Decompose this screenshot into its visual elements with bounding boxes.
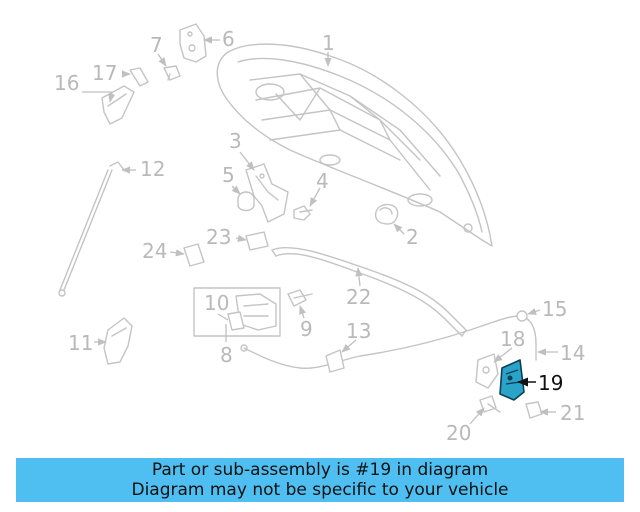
- callout-15: 15: [542, 297, 567, 321]
- part-23-clip: [245, 231, 269, 251]
- callout-18: 18: [500, 327, 525, 351]
- callout-3: 3: [229, 129, 242, 153]
- info-banner: Part or sub-assembly is #19 in diagram D…: [16, 458, 624, 502]
- part-19-latch-highlighted: [499, 359, 525, 401]
- callout-4: 4: [316, 169, 329, 193]
- part-13-release-cable: [240, 315, 521, 373]
- part-3-hinge: [245, 163, 289, 223]
- callout-6: 6: [222, 27, 235, 51]
- callout-numbers: 1 2 3 4 5 6 7 8 9 10 11 12 13 14 15 16 1…: [54, 27, 585, 445]
- callout-9: 9: [300, 317, 313, 341]
- banner-line-disclaimer: Diagram may not be specific to your vehi…: [131, 480, 509, 500]
- callout-10: 10: [204, 291, 229, 315]
- part-7-screw: [163, 65, 181, 81]
- callout-14: 14: [560, 341, 585, 365]
- part-17-clip: [129, 67, 149, 87]
- callout-1: 1: [322, 31, 335, 55]
- callout-13: 13: [346, 319, 371, 343]
- part-2-bumper: [374, 203, 399, 225]
- leader-lines: [82, 36, 558, 425]
- callout-11: 11: [68, 331, 93, 355]
- part-18-bracket: [475, 353, 499, 389]
- callout-21: 21: [560, 401, 585, 425]
- part-22-seal: [271, 246, 467, 337]
- callout-23: 23: [206, 225, 231, 249]
- part-5-grommet: [237, 191, 255, 212]
- callout-22: 22: [346, 285, 371, 309]
- callout-7: 7: [150, 33, 163, 57]
- callout-8: 8: [220, 343, 233, 367]
- hood-panel: [216, 43, 493, 247]
- part-9-bolt: [287, 289, 313, 307]
- banner-line-part-number: Part or sub-assembly is #19 in diagram: [151, 460, 489, 480]
- part-4-bolt: [293, 205, 313, 221]
- callout-19: 19: [538, 371, 563, 395]
- callout-5: 5: [222, 163, 235, 187]
- part-12-prop-rod: [58, 161, 125, 297]
- part-15-grommet: [516, 310, 528, 322]
- callout-24: 24: [142, 239, 167, 263]
- part-11-bracket: [103, 317, 133, 365]
- part-6-bracket: [179, 23, 207, 63]
- callout-20: 20: [446, 421, 471, 445]
- callout-12: 12: [140, 157, 165, 181]
- part-8-latch-assembly: [193, 287, 281, 337]
- parts-diagram: 1 2 3 4 5 6 7 8 9 10 11 12 13 14 15 16 1…: [54, 23, 585, 445]
- part-24-clip: [183, 243, 205, 267]
- callout-16: 16: [54, 71, 79, 95]
- callout-2: 2: [406, 225, 419, 249]
- callout-17: 17: [92, 61, 117, 85]
- part-21-clip: [525, 401, 543, 419]
